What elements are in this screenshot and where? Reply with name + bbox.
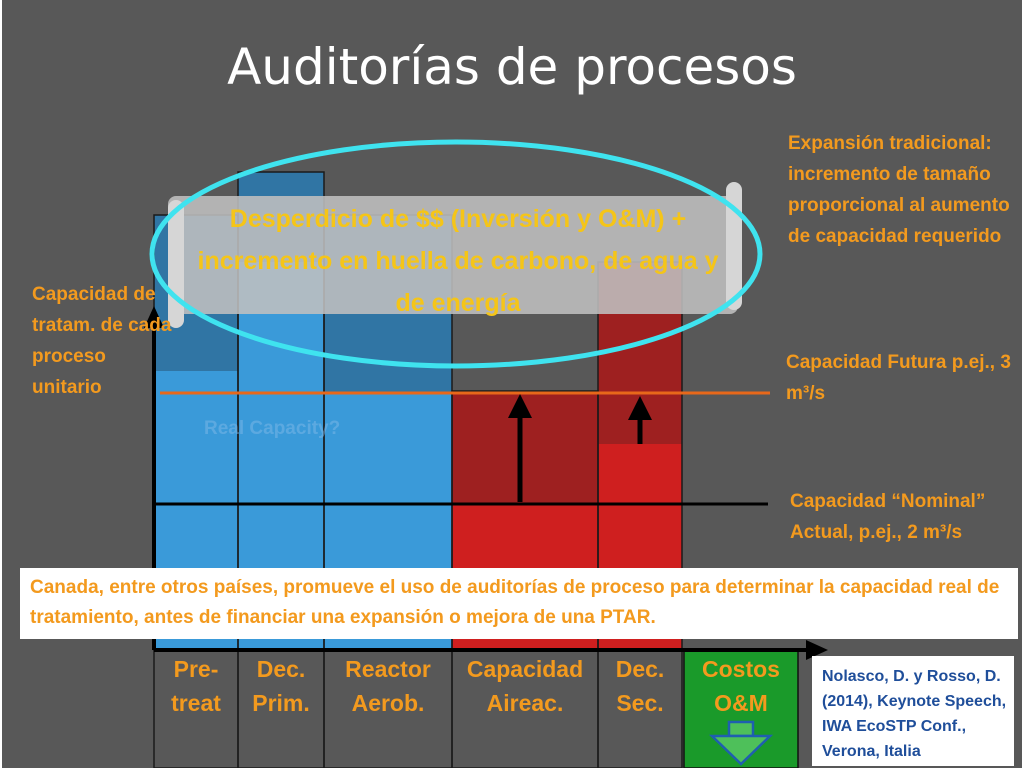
- reference-box: [812, 656, 1014, 766]
- future-capacity-label: Capacidad Futura p.ej., 3 m³/s: [786, 352, 1011, 404]
- page-title: Auditorías de procesos: [227, 38, 797, 96]
- category-dec-sec: Dec. Sec.: [615, 656, 665, 716]
- audit-banner-text: Canada, entre otros países, promueve el …: [30, 577, 1000, 628]
- nominal-capacity-label: Capacidad “Nominal” Actual, p.ej., 2 m³/…: [790, 491, 986, 543]
- y-axis-label: Capacidad de tratam. de cada proceso uni…: [32, 284, 172, 398]
- reference-text: Nolasco, D. y Rosso, D. (2014), Keynote …: [822, 668, 1007, 760]
- category-dec-prim: Dec. Prim.: [252, 656, 310, 716]
- up-arrow-icon: [508, 394, 532, 502]
- waste-scroll: [168, 182, 742, 328]
- real-capacity-label: Real Capacity?: [204, 418, 341, 439]
- category-pretreat: Pre-treat: [171, 656, 221, 716]
- down-arrow-icon: [708, 720, 774, 766]
- category-reactor-aerob: Reactor Aerob.: [345, 656, 431, 716]
- highlight-ellipse: [149, 139, 763, 369]
- category-capacidad-aireac: Capacidad Aireac.: [466, 656, 584, 716]
- up-arrow-icon: [628, 396, 652, 444]
- waste-callout: Desperdicio de $$ (Inversión y O&M) + in…: [197, 205, 719, 317]
- expansion-note: Expansión tradicional: incremento de tam…: [788, 133, 1010, 247]
- category-costos-om: Costos O&M: [702, 656, 780, 716]
- audit-banner: [20, 568, 1018, 639]
